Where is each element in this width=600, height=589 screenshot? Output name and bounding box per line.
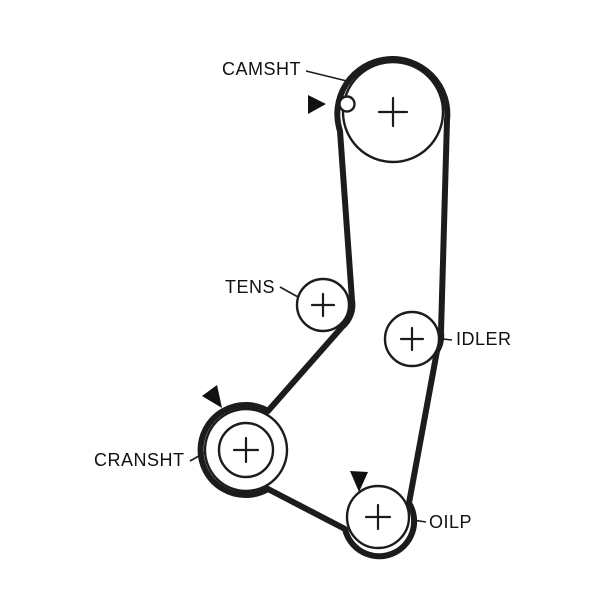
oil-pump-center-cross — [364, 503, 392, 531]
idler-leader-line — [442, 338, 453, 341]
crankshaft-label-group: CRANSHT — [94, 450, 205, 470]
crankshaft-leader-line — [189, 452, 205, 462]
crankshaft-timing-mark-arrow-icon — [202, 385, 222, 408]
oil-pump-label: OILP — [429, 512, 472, 532]
camshaft-label: CAMSHT — [222, 59, 301, 79]
idler-label: IDLER — [456, 329, 512, 349]
tensioner-label-group: TENS — [225, 277, 299, 298]
tensioner-leader-line — [279, 286, 299, 298]
tensioner-label: TENS — [225, 277, 275, 297]
idler-center-cross — [399, 326, 425, 352]
camshaft-timing-mark-arrow-icon — [308, 95, 326, 114]
camshaft-leader-line — [305, 70, 352, 83]
camshaft-center-cross — [377, 96, 409, 128]
idler-pulley — [383, 310, 441, 368]
idler-label-group: IDLER — [442, 329, 512, 349]
oil-pump-timing-mark-arrow-icon — [350, 471, 368, 492]
camshaft-timing-mark-circle — [338, 95, 356, 113]
camshaft-pulley — [308, 60, 445, 164]
crankshaft-center-cross — [232, 436, 260, 464]
oil-pump-leader-line — [412, 519, 427, 523]
tensioner-center-cross — [310, 292, 336, 318]
camshaft-label-group: CAMSHT — [222, 59, 352, 83]
oil-pump-label-group: OILP — [412, 512, 472, 532]
oil-pump-pulley — [345, 471, 411, 550]
tensioner-pulley — [295, 277, 351, 333]
crankshaft-label: CRANSHT — [94, 450, 185, 470]
timing-belt — [197, 56, 451, 560]
crankshaft-pulley — [202, 385, 289, 493]
